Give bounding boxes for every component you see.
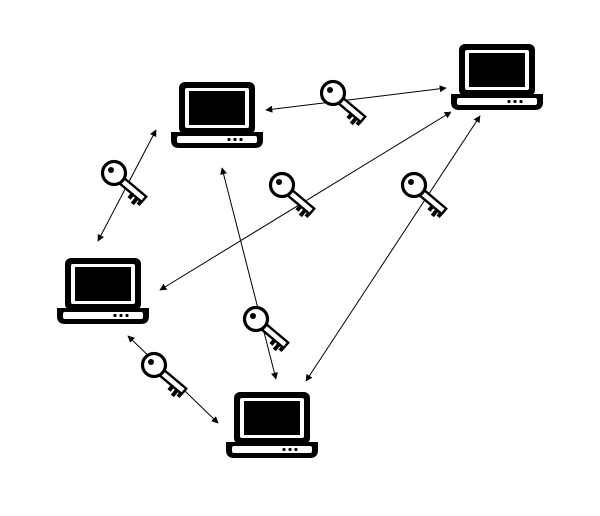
- nodes-layer: [57, 44, 543, 458]
- keys-layer: [100, 79, 448, 399]
- screen: [469, 53, 525, 87]
- key-icon: [268, 171, 316, 219]
- indicator-dot: [507, 99, 511, 104]
- indicator-dot: [239, 137, 243, 142]
- indicator-dot: [113, 313, 117, 318]
- laptop-icon: [171, 82, 263, 148]
- connection-laptop-top-right-laptop-bottom: [305, 115, 481, 382]
- laptop-icon: [226, 392, 318, 458]
- indicator-dot: [227, 137, 231, 142]
- screen: [244, 401, 300, 435]
- laptop-icon: [57, 258, 149, 324]
- indicator-dot: [282, 447, 286, 452]
- indicator-dot: [294, 447, 298, 452]
- indicator-dot: [513, 99, 517, 104]
- connection-laptop-top-left-laptop-bottom: [220, 167, 278, 380]
- key-icon: [400, 171, 448, 219]
- indicator-dot: [125, 313, 129, 318]
- indicator-dot: [233, 137, 237, 142]
- key-icon: [319, 79, 367, 127]
- indicator-dot: [119, 313, 123, 318]
- screen: [189, 91, 245, 125]
- screen: [75, 267, 131, 301]
- key-icon: [100, 159, 148, 207]
- indicator-dot: [288, 447, 292, 452]
- connection-laptop-top-left-laptop-top-right: [265, 85, 447, 113]
- laptop-icon: [451, 44, 543, 110]
- key-icon: [242, 305, 290, 353]
- indicator-dot: [519, 99, 523, 104]
- key-icon: [140, 351, 188, 399]
